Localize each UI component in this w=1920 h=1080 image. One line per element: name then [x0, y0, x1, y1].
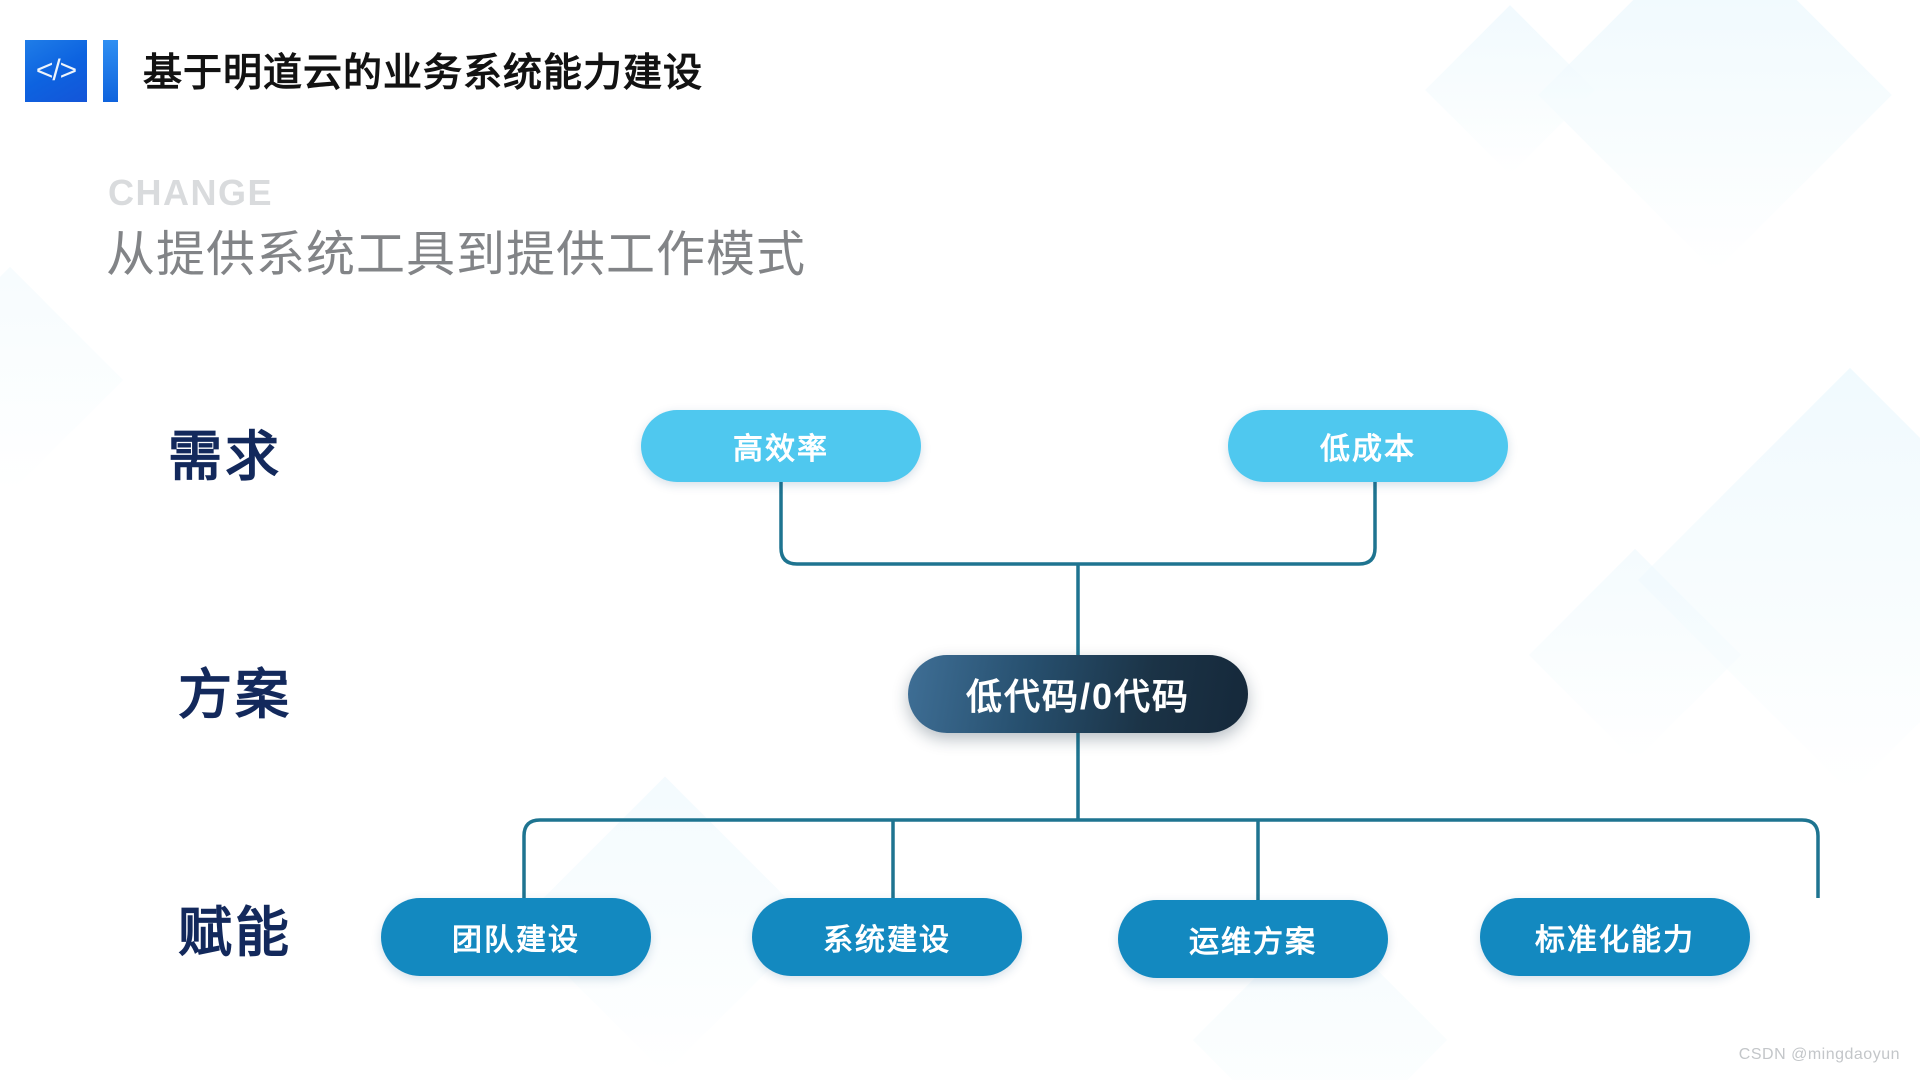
node-standardization[interactable]: 标准化能力: [1480, 898, 1750, 976]
page-title: 基于明道云的业务系统能力建设: [143, 52, 704, 95]
node-low-cost[interactable]: 低成本: [1228, 410, 1508, 482]
code-brackets-icon: </>: [25, 40, 87, 102]
node-system-building[interactable]: 系统建设: [752, 898, 1022, 976]
section-subtitle: 从提供系统工具到提供工作模式: [106, 228, 807, 282]
connector-enable-bracket: [522, 818, 1820, 898]
row-label-demand: 需求: [168, 427, 282, 487]
node-label: 运维方案: [1189, 926, 1317, 959]
node-label: 低代码/0代码: [965, 676, 1191, 717]
row-label-enable: 赋能: [178, 903, 292, 963]
node-low-code[interactable]: 低代码/0代码: [908, 655, 1248, 733]
node-efficiency[interactable]: 高效率: [641, 410, 921, 482]
section-kicker: CHANGE: [108, 172, 274, 213]
code-brackets-glyph: </>: [35, 54, 77, 87]
logo-accent-bar: [103, 40, 118, 102]
node-label: 高效率: [733, 433, 829, 466]
node-label: 系统建设: [823, 924, 951, 957]
node-label: 团队建设: [452, 924, 580, 957]
node-team-building[interactable]: 团队建设: [381, 898, 651, 976]
node-label: 标准化能力: [1535, 924, 1695, 957]
node-label: 低成本: [1320, 433, 1416, 466]
row-label-solution: 方案: [178, 665, 292, 725]
slide-header: </> 基于明道云的业务系统能力建设: [0, 0, 1920, 120]
watermark: CSDN @mingdaoyun: [1738, 1046, 1900, 1063]
node-ops-plan[interactable]: 运维方案: [1118, 900, 1388, 978]
connector-demand-bracket: [779, 482, 1377, 566]
